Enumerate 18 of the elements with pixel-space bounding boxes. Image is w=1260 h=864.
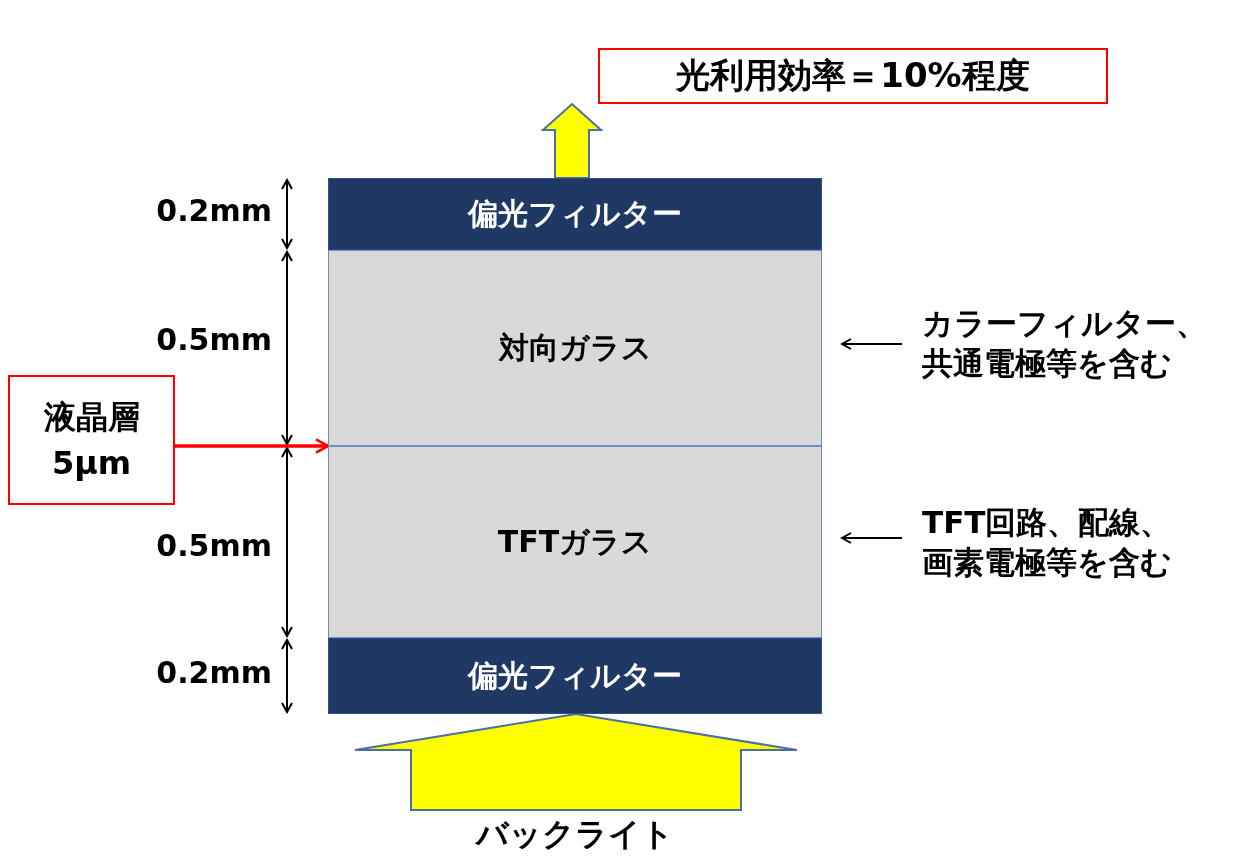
note-text: TFT回路、配線、画素電極等を含む <box>922 497 1184 587</box>
dimension-label: 0.2mm <box>155 193 272 228</box>
pointer-arrow <box>175 438 330 454</box>
dimension-label: 0.5mm <box>155 528 272 563</box>
polarizer-layer: 偏光フィルター <box>328 638 822 714</box>
dimension-label: 0.5mm <box>155 322 272 357</box>
callout-box: 液晶層 5μm <box>8 375 175 505</box>
dimension-label: 0.2mm <box>155 655 272 690</box>
block-arrow <box>540 102 604 179</box>
note-text: カラーフィルター、共通電極等を含む <box>922 298 1222 388</box>
block-arrow <box>354 713 798 811</box>
polarizer-layer: 偏光フィルター <box>328 178 822 250</box>
arrow <box>841 338 903 350</box>
callout-box: 光利用効率＝10%程度 <box>598 48 1108 104</box>
glass-layer: 対向ガラス <box>328 250 822 446</box>
glass-layer: TFTガラス <box>328 446 822 638</box>
caption-text: バックライト <box>440 810 710 860</box>
arrow <box>841 532 903 544</box>
